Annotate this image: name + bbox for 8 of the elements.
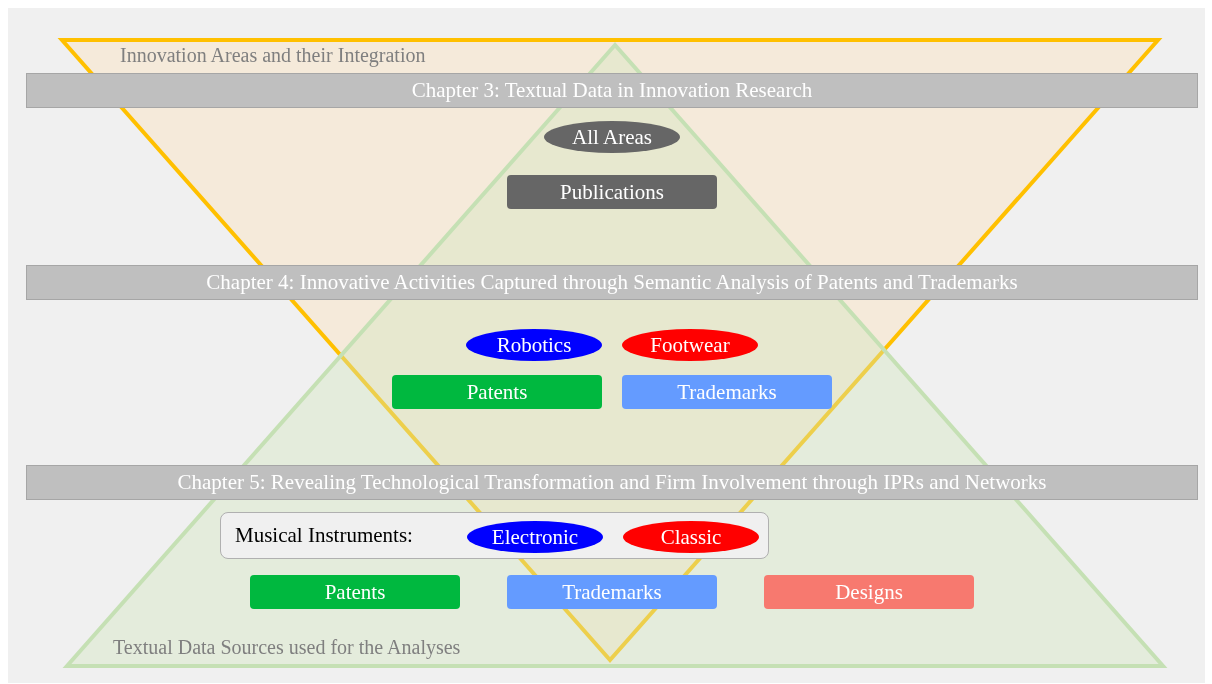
group-label: Musical Instruments: [235,523,413,548]
chapter-band: Chapter 4: Innovative Activities Captured through Semantic Analysis of Patents and Trademarks [26,265,1198,300]
chapter-band: Chapter 3: Textual Data in Innovation Research [26,73,1198,108]
category-oval: Electronic [467,521,603,553]
triangle-title: Innovation Areas and their Integration [120,44,426,67]
category-oval: Classic [623,521,759,553]
chapter-band: Chapter 5: Revealing Technological Transformation and Firm Involvement through IPRs and Networks [26,465,1198,500]
triangle-title: Textual Data Sources used for the Analyses [113,636,461,659]
